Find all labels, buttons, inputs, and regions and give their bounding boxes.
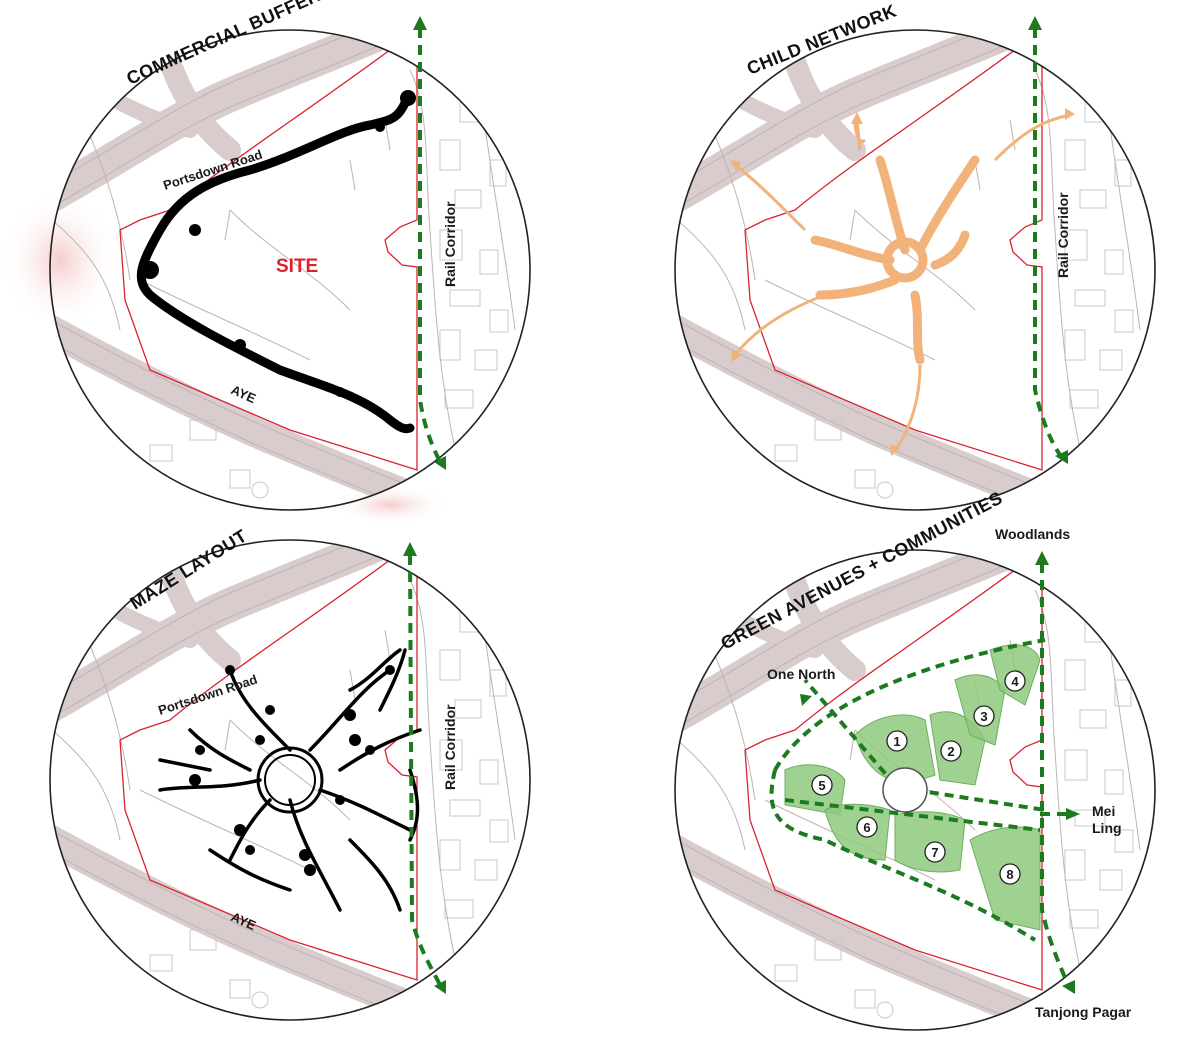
panel-title: CHILD NETWORK (744, 0, 899, 78)
site-label: SITE (276, 256, 318, 277)
rail-arrow-north (1028, 16, 1042, 30)
svg-text:1: 1 (893, 734, 900, 749)
panel-child-network: CHILD NETWORK Rail Corridor (674, 0, 1156, 511)
community-marker: 1 (886, 730, 908, 752)
rail-corridor-line (408, 554, 442, 986)
community-marker: 4 (1004, 670, 1026, 692)
child-arrows (733, 113, 1071, 451)
rail-arrow-north (1035, 551, 1049, 565)
community-marker: 3 (973, 705, 995, 727)
maze-nodes (189, 665, 395, 876)
rail-arrow-south (1055, 450, 1068, 464)
svg-text:4: 4 (1011, 674, 1019, 689)
panel-ring (674, 549, 1156, 1031)
rail-arrow-south (1062, 980, 1075, 994)
maze-hub-inner (264, 754, 316, 806)
destination-tanjong-pagar: Tanjong Pagar (1035, 1004, 1132, 1020)
destination-ling: Ling (1092, 820, 1122, 836)
commercial-buffer-band (136, 90, 415, 434)
community-marker: 2 (940, 740, 962, 762)
community-marker: 7 (924, 841, 946, 863)
glow-south (330, 485, 450, 525)
svg-text:7: 7 (931, 845, 938, 860)
svg-text:3: 3 (980, 709, 987, 724)
destination-one-north: One North (767, 666, 835, 682)
green-hub (882, 767, 928, 813)
child-hub (882, 237, 928, 283)
community-marker: 5 (811, 774, 833, 796)
road-label-aye: AYE (229, 382, 259, 406)
mei-ling-arrow (1066, 808, 1080, 820)
svg-text:6: 6 (863, 820, 870, 835)
rail-arrow-south (434, 456, 446, 470)
rail-corridor-line (418, 28, 442, 463)
panel-maze-layout: MAZE LAYOUT Portsdown Road AYE Rail Corr… (49, 526, 531, 1021)
child-arrowheads (730, 108, 1075, 456)
destination-mei: Mei (1092, 803, 1115, 819)
rail-corridor-line (1040, 563, 1070, 986)
rail-corridor-line (1033, 28, 1062, 457)
community-markers: 1 2 3 4 5 6 7 8 (811, 670, 1026, 885)
svg-text:2: 2 (947, 744, 954, 759)
rail-arrow-south (434, 980, 446, 994)
panel-ring (49, 539, 531, 1021)
one-north-arrow (800, 694, 812, 706)
maze-hub-outer (256, 746, 324, 814)
rail-corridor-label: Rail Corridor (442, 704, 458, 790)
svg-text:8: 8 (1006, 867, 1013, 882)
rail-corridor-label: Rail Corridor (442, 201, 458, 287)
community-marker: 6 (856, 816, 878, 838)
rail-arrow-north (413, 16, 427, 30)
svg-text:5: 5 (818, 778, 825, 793)
maze-paths (158, 648, 422, 912)
panel-green-avenues: GREEN AVENUES + COMMUNITIES Woodlands On… (674, 487, 1156, 1031)
child-network-branches (810, 155, 980, 365)
destination-woodlands: Woodlands (995, 526, 1070, 542)
community-marker: 8 (999, 863, 1021, 885)
rail-corridor-label: Rail Corridor (1055, 192, 1071, 278)
panel-ring (49, 29, 531, 511)
rail-arrow-north (403, 542, 417, 556)
glow-west (0, 190, 120, 330)
green-avenues (769, 638, 1046, 942)
panel-commercial-buffer: COMMERCIAL BUFFER Portsdown Road AYE SIT… (0, 0, 531, 525)
panel-ring (674, 29, 1156, 511)
